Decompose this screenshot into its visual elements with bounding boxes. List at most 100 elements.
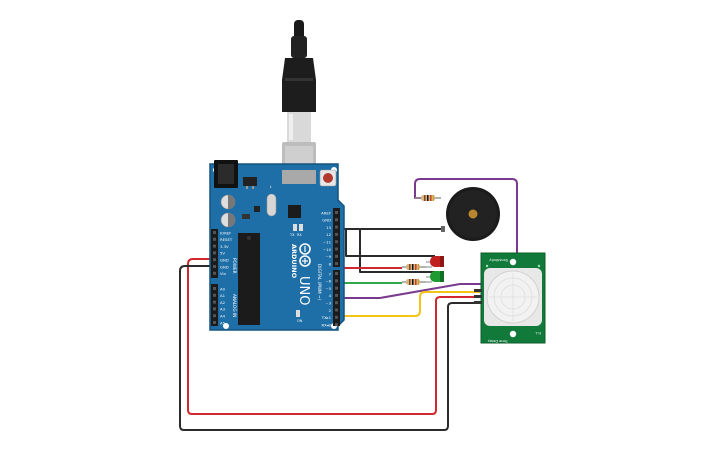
header-pin-hole[interactable]: [213, 244, 216, 248]
header-pin-hole[interactable]: [335, 279, 338, 283]
header-pin-hole[interactable]: [213, 300, 216, 304]
digital-header-top: [333, 208, 340, 267]
pir-top-label: Sensitivity: [488, 258, 508, 262]
pin-label: 2: [329, 308, 332, 313]
pin-label: A2: [220, 300, 226, 305]
wire-pir-gnd[interactable]: [179, 265, 480, 431]
pin-label: RX◂0: [321, 322, 331, 327]
atmega-chip-icon: [238, 233, 260, 325]
analog-header-label: ANALOG IN: [232, 294, 237, 317]
board-led-on: ON: [297, 319, 303, 323]
pin-label: 3.3V: [220, 244, 229, 249]
pin-label: ~5: [325, 286, 331, 291]
pin-label: ~6: [325, 279, 331, 284]
header-pin-hole[interactable]: [213, 287, 216, 290]
wire-pir-vcc[interactable]: [187, 258, 480, 415]
header-pin-hole[interactable]: [335, 272, 338, 275]
pin-label: 8: [329, 261, 332, 266]
pin-label: ~9: [325, 254, 331, 259]
pin-label: TX▸1: [321, 315, 332, 320]
pin-label: ~3: [325, 301, 331, 306]
pin-label: GND: [220, 264, 229, 269]
pin-label: IOREF: [220, 230, 231, 235]
header-pin-hole[interactable]: [335, 262, 338, 266]
header-pin-hole[interactable]: [335, 240, 338, 244]
header-pin-hole[interactable]: [213, 258, 216, 262]
led-icon[interactable]: [426, 256, 444, 268]
pin-label: GND: [220, 258, 229, 263]
board-model: UNO: [296, 276, 311, 305]
resistor-icon[interactable]: [402, 279, 426, 285]
capacitor-icon: [220, 194, 236, 228]
header-pin-hole[interactable]: [335, 293, 338, 297]
analog-header: [211, 284, 218, 326]
regulator-icon: [243, 177, 257, 186]
header-pin-hole[interactable]: [335, 308, 338, 312]
header-pin-hole[interactable]: [335, 315, 338, 319]
header-pin-hole[interactable]: [335, 225, 338, 229]
header-pin-hole[interactable]: [335, 323, 338, 327]
crystal-icon: [266, 193, 277, 217]
header-pin-hole[interactable]: [213, 265, 216, 268]
header-pin-hole[interactable]: [335, 218, 338, 222]
header-pin-hole[interactable]: [335, 254, 338, 258]
pin-label: ~10: [323, 247, 332, 252]
buzzer-icon[interactable]: [441, 187, 500, 241]
header-pin-hole[interactable]: [213, 314, 216, 318]
header-pin-hole[interactable]: [335, 286, 338, 290]
pir-side-label: H-L: [535, 331, 541, 335]
pir-bottom-label: Time Delay: [487, 339, 509, 343]
header-pin-hole[interactable]: [213, 321, 216, 324]
pin-label: 12: [326, 232, 331, 237]
usb-jack: [282, 170, 316, 184]
header-pin-hole[interactable]: [335, 247, 338, 251]
pin-label: ~11: [323, 240, 332, 245]
pin-label: 13: [326, 225, 331, 230]
pin-label: 5V: [220, 251, 225, 256]
reset-button-icon[interactable]: [319, 169, 337, 187]
digital-pin-labels-top: AREF GND 13 12 ~11 ~10 ~9 8: [321, 210, 338, 266]
header-pin-hole[interactable]: [335, 301, 338, 305]
header-pin-hole[interactable]: [213, 293, 216, 297]
power-header-label: POWER: [232, 258, 237, 274]
pin-label: Vin: [220, 271, 227, 276]
header-pin-hole[interactable]: [335, 232, 338, 236]
wire-gnd-led-green[interactable]: [359, 229, 435, 273]
wire-buzzer-signal[interactable]: [338, 178, 518, 299]
pin-label: AREF: [321, 210, 331, 215]
pin-label: A5: [220, 320, 226, 325]
digital-header-label: DIGITAL (PWM ~): [317, 264, 322, 300]
usb-chip-icon: [288, 205, 301, 218]
wire-gnd-led-red[interactable]: [345, 229, 435, 257]
pin-label: GND: [322, 218, 331, 223]
led-icon[interactable]: [426, 271, 444, 283]
wire-pir-out[interactable]: [338, 291, 480, 317]
usb-cable-icon: [282, 20, 316, 180]
header-pin-hole[interactable]: [213, 231, 216, 234]
pir-sensor-icon[interactable]: Sensitivity Time Delay H-L: [474, 252, 546, 344]
digital-header-bottom: [333, 270, 340, 326]
board-brand: ARDUINO: [290, 244, 298, 279]
pin-label: A0: [220, 286, 226, 291]
pin-label: 4: [329, 293, 332, 298]
header-pin-hole[interactable]: [213, 237, 216, 241]
resistor-icon[interactable]: [402, 264, 426, 270]
pin-label: A1: [220, 293, 226, 298]
pin-label: RESET: [220, 237, 233, 242]
board-led-l: L: [270, 185, 272, 189]
arduino-uno-board[interactable]: ARDUINO UNO DIGITAL (PWM ~) POWER ANALOG…: [209, 160, 345, 331]
mounting-hole: [223, 323, 229, 329]
digital-pin-labels-bottom: 7 ~6 ~5 4 ~3 2TX▸1RX◂0: [321, 271, 338, 327]
board-led-tx: TX: [289, 233, 295, 237]
header-pin-hole[interactable]: [335, 211, 338, 214]
header-pin-hole[interactable]: [213, 271, 216, 275]
header-pin-hole[interactable]: [213, 251, 216, 255]
resistor-icon[interactable]: [415, 195, 441, 201]
pin-label: 7: [329, 271, 332, 276]
wires: [179, 178, 518, 431]
pin-label: A4: [220, 314, 226, 319]
header-pin-hole[interactable]: [213, 307, 216, 311]
